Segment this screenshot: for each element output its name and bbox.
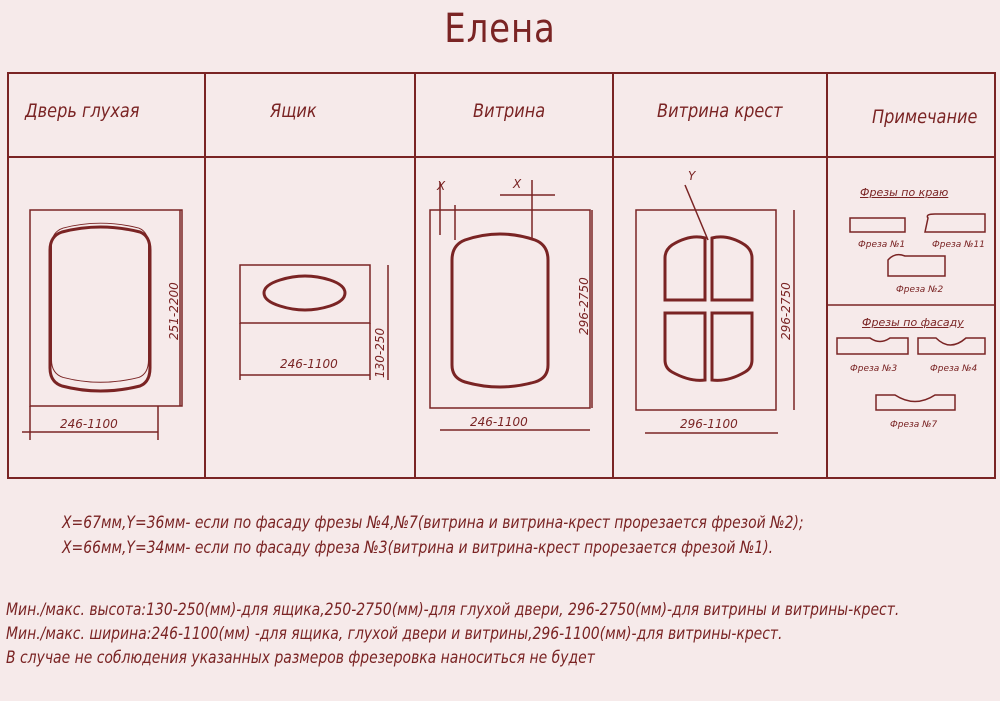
cutter-3-label: Фреза №3 <box>850 364 898 374</box>
box-height-label: 130-250 <box>373 327 387 378</box>
cross-height-label: 296-2750 <box>779 282 793 340</box>
door-height-label: 251-2200 <box>167 282 181 340</box>
header-vitrina-cross: Витрина крест <box>657 100 783 122</box>
door-blind-drawing <box>22 209 183 440</box>
cutter-2-label: Фреза №2 <box>896 285 944 295</box>
header-box: Ящик <box>270 100 317 122</box>
header-door-blind: Дверь глухая <box>25 100 140 122</box>
table-frame <box>7 72 996 479</box>
cutter-4-label: Фреза №4 <box>930 364 978 374</box>
vitrina-width-label: 246-1100 <box>470 415 528 429</box>
note-line-5: В случае не соблюдения указанных размеро… <box>6 648 595 668</box>
note-line-3: Мин./макс. высота:130-250(мм)-для ящика,… <box>6 600 900 620</box>
note-line-2: X=66мм,Y=34мм- если по фасаду фреза №3(в… <box>62 538 774 558</box>
box-width-label: 246-1100 <box>280 357 338 371</box>
cross-width-label: 296-1100 <box>680 417 738 431</box>
edge-cutters-title: Фрезы по краю <box>860 186 949 199</box>
vitrina-height-label: 296-2750 <box>577 277 591 335</box>
cutter-profiles <box>836 213 986 411</box>
box-drawing <box>239 264 389 380</box>
cross-y-label: Y <box>688 169 697 183</box>
header-notes: Примечание <box>872 106 978 128</box>
page-title: Елена <box>444 6 556 52</box>
vitrina-x2-label: X <box>512 177 522 191</box>
vitrina-cross-drawing <box>635 184 795 434</box>
door-width-label: 246-1100 <box>60 417 118 431</box>
vitrina-x-label: X <box>436 179 446 193</box>
facade-cutters-title: Фрезы по фасаду <box>862 316 964 329</box>
note-line-4: Мин./макс. ширина:246-1100(мм) -для ящик… <box>6 624 783 644</box>
cutter-1-label: Фреза №1 <box>858 240 906 250</box>
cutter-7-label: Фреза №7 <box>890 420 938 430</box>
vitrina-drawing <box>429 180 593 431</box>
cutter-11-label: Фреза №11 <box>932 240 985 250</box>
note-line-1: X=67мм,Y=36мм- если по фасаду фрезы №4,№… <box>62 513 804 533</box>
header-vitrina: Витрина <box>473 100 546 122</box>
